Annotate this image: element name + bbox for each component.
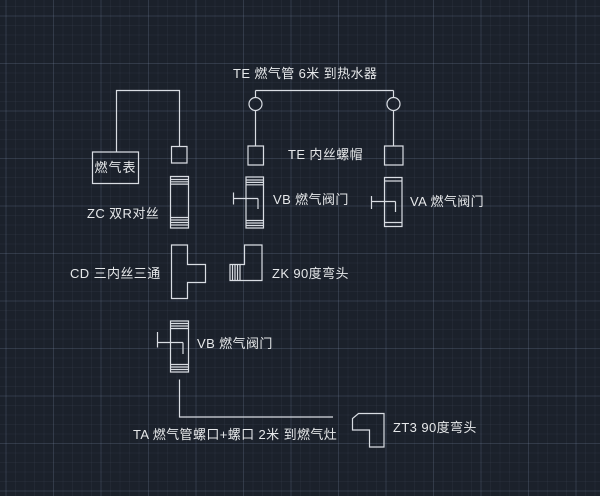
zk-elbow-label[interactable]: ZK 90度弯头 xyxy=(272,266,349,281)
te-pipe-symbol[interactable] xyxy=(249,91,400,147)
va-valve-label[interactable]: VA 燃气阀门 xyxy=(410,194,485,209)
gas-meter-label[interactable]: 燃气表 xyxy=(94,159,137,175)
vb-valve-top-symbol[interactable] xyxy=(234,177,264,228)
zt3-elbow-symbol[interactable] xyxy=(353,414,385,448)
va-valve-symbol[interactable] xyxy=(372,178,403,227)
te-pipe-label[interactable]: TE 燃气管 6米 到热水器 xyxy=(233,66,378,81)
gas-meter-symbol[interactable] xyxy=(93,152,139,184)
pipe-cap-mid-symbol[interactable] xyxy=(172,147,188,164)
zk-elbow-symbol[interactable] xyxy=(230,245,262,281)
ta-pipe-symbol[interactable] xyxy=(180,380,334,418)
zt3-elbow-label[interactable]: ZT3 90度弯头 xyxy=(393,420,477,435)
te-cap-right-symbol[interactable] xyxy=(385,146,404,165)
gas-meter-pipe-loop[interactable] xyxy=(117,91,180,153)
te-cap-left-symbol[interactable] xyxy=(248,146,264,165)
zc-coupling-symbol[interactable] xyxy=(171,177,189,229)
vb-valve-mid-symbol[interactable] xyxy=(158,321,189,372)
te-cap-label[interactable]: TE 内丝螺帽 xyxy=(288,147,364,162)
cd-tee-label[interactable]: CD 三内丝三通 xyxy=(70,266,161,281)
vb-valve-mid-label[interactable]: VB 燃气阀门 xyxy=(197,336,273,351)
cd-tee-symbol[interactable] xyxy=(172,245,206,299)
ta-pipe-label[interactable]: TA 燃气管螺口+螺口 2米 到燃气灶 xyxy=(133,427,338,442)
zc-coupling-label[interactable]: ZC 双R对丝 xyxy=(87,206,160,221)
vb-valve-top-label[interactable]: VB 燃气阀门 xyxy=(273,192,349,207)
